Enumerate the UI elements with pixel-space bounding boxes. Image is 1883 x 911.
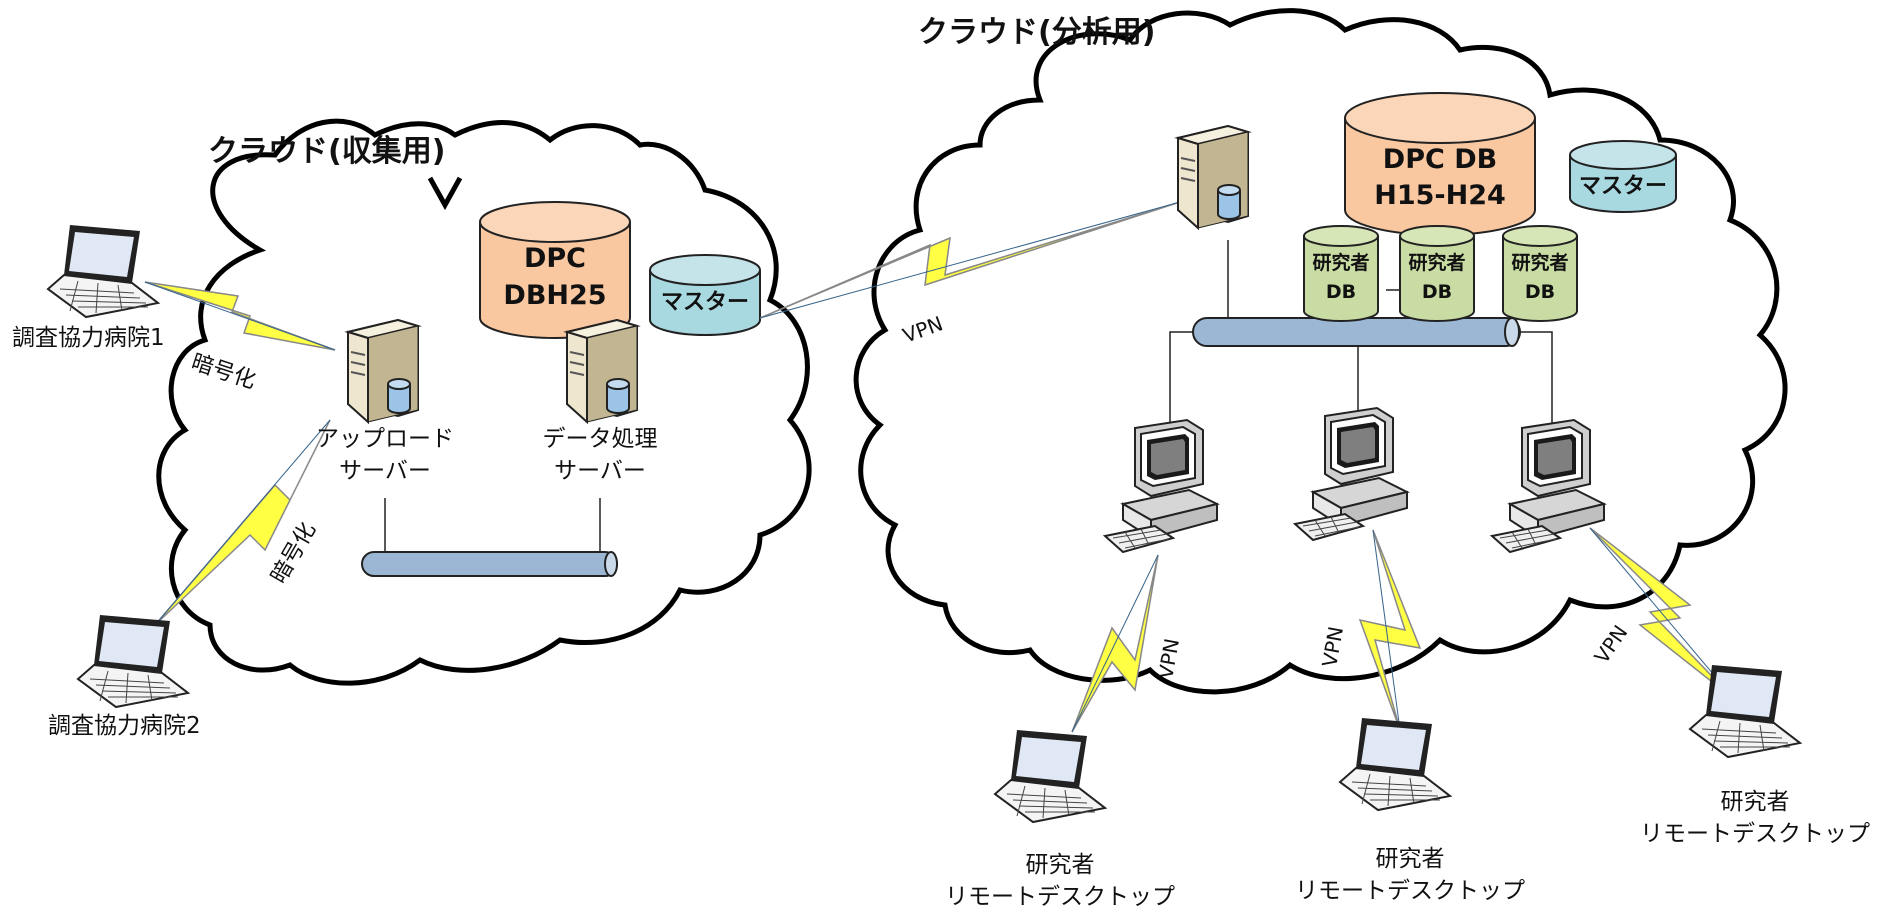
- hospital2-label: 調査協力病院2: [48, 713, 201, 739]
- master-database-right: マスター: [1569, 140, 1677, 213]
- analysis-cloud-title: クラウド(分析用): [918, 15, 1155, 50]
- dpc-h25-line2: DBH25: [503, 280, 606, 311]
- researcher-db-3: 研究者 DB: [1502, 225, 1578, 322]
- master-right-label: マスター: [1579, 174, 1667, 199]
- collection-bus: [361, 551, 618, 577]
- hospital1-label: 調査協力病院1: [12, 325, 165, 351]
- remote-client-2-line1: 研究者: [1376, 846, 1445, 872]
- remote-client-3-line2: リモートデスクトップ: [1640, 821, 1870, 847]
- dpc-main-line1: DPC DB: [1383, 144, 1497, 175]
- upload-server-icon: [347, 319, 419, 423]
- master-database-left: マスター: [649, 254, 761, 336]
- analysis-bus: [1192, 317, 1521, 347]
- processing-server-icon: [566, 319, 638, 423]
- wire-bus-pc1: [1169, 331, 1193, 435]
- remote-client-2-laptop-icon: [1339, 717, 1451, 811]
- researcher-db-1-line2: DB: [1326, 281, 1356, 303]
- hospital2-laptop-icon: [77, 614, 189, 708]
- lightning-hospital1-link: [144, 281, 336, 351]
- remote-client-3-laptop-icon: [1689, 664, 1801, 758]
- researcher-db-2: 研究者 DB: [1399, 225, 1475, 322]
- researcher-db-3-line1: 研究者: [1511, 251, 1568, 274]
- analysis-server-icon: [1177, 125, 1249, 229]
- remote-client-1-laptop-icon: [994, 729, 1106, 823]
- lightning-vpn-client1: [1071, 554, 1159, 733]
- remote-client-2-line2: リモートデスクトップ: [1295, 878, 1525, 904]
- researcher-db-1: 研究者 DB: [1303, 225, 1379, 322]
- researcher-db-2-line2: DB: [1422, 281, 1452, 303]
- dpc-main-database: DPC DB H15-H24: [1344, 92, 1536, 236]
- upload-server-line2: サーバー: [339, 458, 431, 484]
- upload-server-line1: アップロード: [316, 426, 454, 452]
- remote-client-3-line1: 研究者: [1721, 789, 1790, 815]
- collection-cloud-title: クラウド(収集用): [208, 134, 445, 169]
- dpc-h25-line1: DPC: [524, 243, 586, 274]
- remote-client-1-line1: 研究者: [1026, 852, 1095, 878]
- remote-client-1-line2: リモートデスクトップ: [945, 884, 1175, 910]
- hospital1-laptop-icon: [47, 224, 159, 318]
- analysis-cloud: [853, 8, 1788, 695]
- researcher-db-2-line1: 研究者: [1408, 251, 1465, 274]
- processing-server-line2: サーバー: [554, 458, 646, 484]
- wire-bus-pc3: [1518, 331, 1553, 432]
- processing-server-line1: データ処理: [543, 426, 658, 452]
- master-left-label: マスター: [661, 290, 749, 315]
- dpc-h25-database: DPC DBH25: [479, 201, 631, 339]
- researcher-db-3-line2: DB: [1525, 281, 1555, 303]
- researcher-db-1-line1: 研究者: [1312, 251, 1369, 274]
- vpn-label-client3: VPN: [1589, 621, 1632, 668]
- collection-cloud: [156, 118, 812, 686]
- collection-cloud-notch: [427, 176, 463, 211]
- dpc-main-line2: H15-H24: [1374, 180, 1506, 211]
